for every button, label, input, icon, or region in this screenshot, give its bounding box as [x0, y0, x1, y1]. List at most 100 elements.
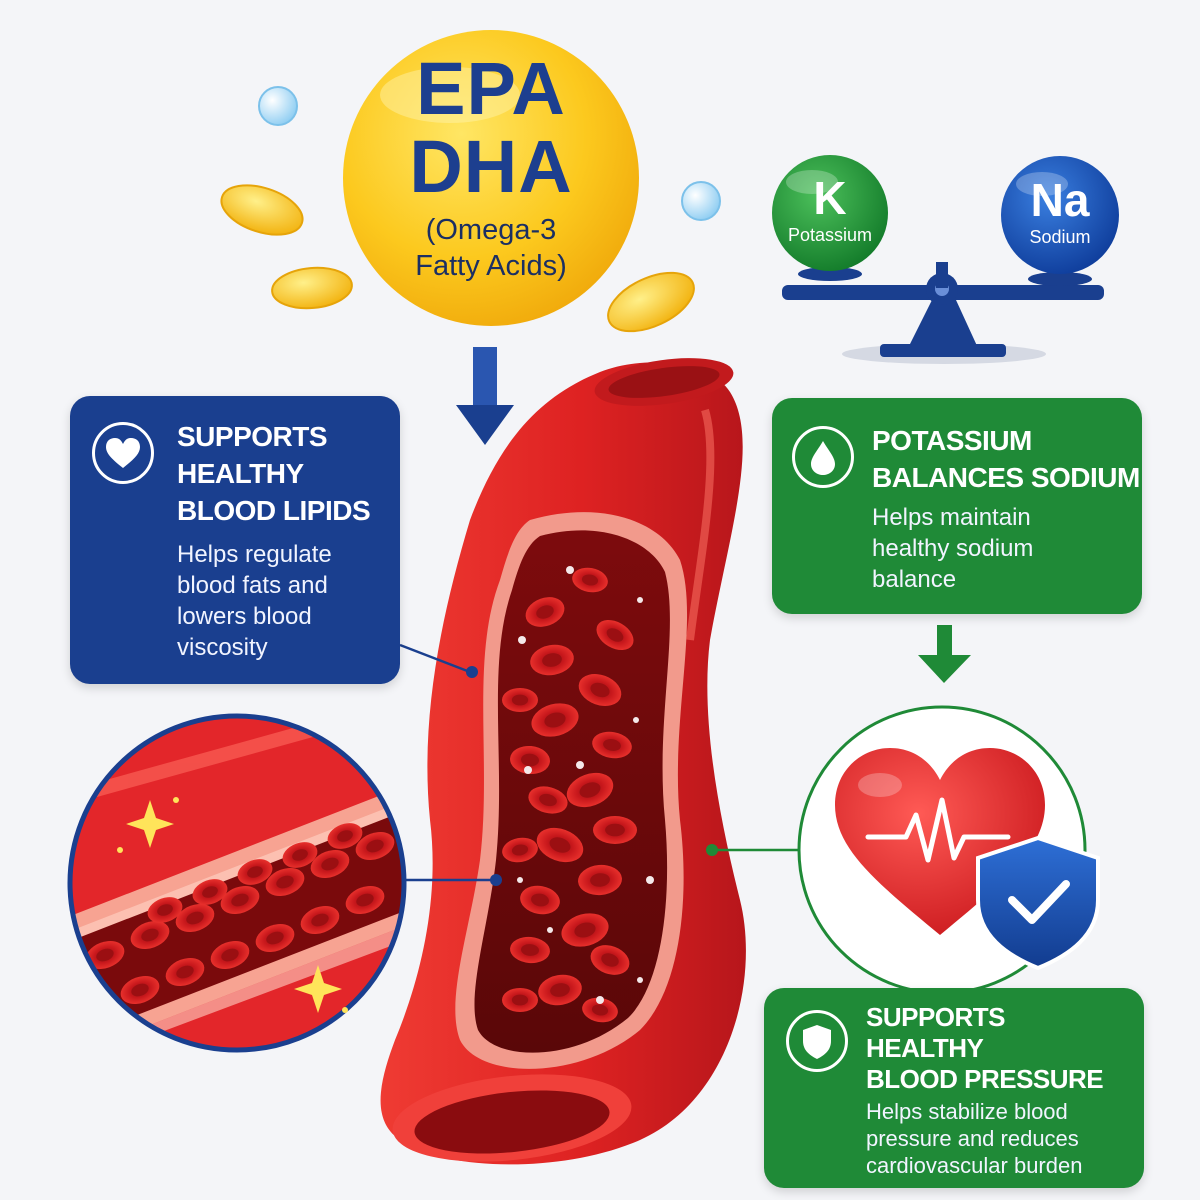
- red-blood-cell: [120, 975, 160, 1005]
- blood-pressure-description-line: Helps stabilize blood: [866, 1099, 1068, 1124]
- red-blood-cell: [578, 864, 622, 896]
- platelet: [517, 877, 523, 883]
- potassium-card-title-line: POTASSIUM: [872, 425, 1032, 456]
- red-blood-cell: [520, 885, 560, 915]
- blood-lipids-title-line: BLOOD LIPIDS: [177, 495, 371, 526]
- dha-label: DHA: [409, 125, 573, 208]
- red-blood-cell: [578, 674, 622, 706]
- red-blood-cell: [572, 567, 608, 593]
- red-blood-cell: [590, 945, 630, 975]
- red-blood-cell: [502, 688, 538, 712]
- red-blood-cell: [538, 974, 582, 1006]
- potassium-card-description-line: Helps maintain: [872, 504, 1031, 531]
- red-blood-cells: [502, 566, 654, 1023]
- blood-lipids-description-line: viscosity: [177, 634, 268, 661]
- balance-scale-icon: [782, 262, 1104, 364]
- platelet: [566, 566, 574, 574]
- potassium-label: K Potassium: [772, 172, 888, 246]
- blood-lipids-title-line: HEALTHY: [177, 458, 304, 489]
- red-blood-cell: [327, 823, 363, 849]
- omega3-circle: [343, 30, 639, 326]
- blood-pressure-card: SUPPORTS HEALTHY BLOOD PRESSURE Helps st…: [764, 988, 1144, 1188]
- bubbles: [258, 86, 721, 221]
- red-blood-cell: [192, 879, 228, 905]
- heartbeat-icon: [865, 797, 1011, 863]
- potassium-card-description-line: healthy sodium: [872, 535, 1034, 562]
- red-blood-cell: [582, 997, 618, 1023]
- red-blood-cell: [345, 885, 385, 915]
- shield-check-icon: [976, 835, 1100, 971]
- platelet: [596, 996, 604, 1004]
- platelet: [646, 876, 654, 884]
- platelet: [637, 977, 643, 983]
- omega3-subtitle-1: (Omega-3: [425, 214, 557, 246]
- red-blood-cell: [596, 619, 634, 651]
- blood-lipids-description-line: blood fats and: [177, 572, 328, 599]
- red-blood-cell: [310, 849, 350, 879]
- red-blood-cell: [220, 885, 260, 915]
- red-blood-cell: [85, 940, 125, 970]
- red-blood-cell: [237, 859, 273, 885]
- blood-lipids-description-line: Helps regulate: [177, 541, 332, 568]
- blood-lipids-description: Helps regulate blood fats and lowers blo…: [177, 539, 332, 663]
- blood-pressure-title-line: BLOOD PRESSURE: [866, 1064, 1104, 1094]
- potassium-card-title: POTASSIUM BALANCES SODIUM: [872, 422, 1140, 496]
- platelet: [576, 761, 584, 769]
- red-blood-cell: [175, 903, 215, 933]
- red-blood-cell: [502, 837, 538, 863]
- blood-lipids-card: SUPPORTS HEALTHY BLOOD LIPIDS Helps regu…: [70, 396, 400, 684]
- red-blood-cell: [510, 745, 550, 775]
- red-blood-cell: [255, 923, 295, 953]
- red-blood-cell: [531, 703, 579, 737]
- red-blood-cell: [130, 920, 170, 950]
- potassium-card-title-line: BALANCES SODIUM: [872, 462, 1140, 493]
- blood-pressure-description-line: cardiovascular burden: [866, 1153, 1083, 1178]
- omega3-subtitle-2: Fatty Acids): [415, 250, 567, 282]
- epa-label: EPA: [416, 47, 566, 130]
- sodium-label: Na Sodium: [1001, 174, 1119, 248]
- red-blood-cell: [210, 940, 250, 970]
- water-drop-icon: [792, 426, 854, 488]
- red-blood-cell: [593, 816, 637, 844]
- red-blood-cell: [561, 913, 609, 947]
- heart-icon: [92, 422, 154, 484]
- red-blood-cell: [300, 905, 340, 935]
- potassium-card-description-line: balance: [872, 566, 957, 593]
- arrow-down-icon: [456, 347, 514, 445]
- red-blood-cell: [165, 957, 205, 987]
- omega3-label: EPA DHA (Omega-3 Fatty Acids): [336, 50, 646, 284]
- blood-lipids-title: SUPPORTS HEALTHY BLOOD LIPIDS: [177, 418, 371, 529]
- red-blood-cell: [566, 772, 614, 808]
- red-blood-cell: [282, 842, 318, 868]
- platelet: [637, 597, 643, 603]
- red-blood-cell: [510, 936, 550, 964]
- red-blood-cell: [592, 731, 632, 759]
- red-blood-cell: [147, 897, 183, 923]
- blood-lipids-title-line: SUPPORTS: [177, 421, 328, 452]
- blood-pressure-title-line: HEALTHY: [866, 1033, 984, 1063]
- blood-pressure-title-line: SUPPORTS: [866, 1002, 1006, 1032]
- platelet: [633, 717, 639, 723]
- potassium-ball: [772, 155, 888, 271]
- sodium-ball: [1001, 156, 1119, 274]
- sparkle-icon: [117, 797, 348, 1013]
- red-blood-cell: [530, 644, 574, 676]
- potassium-name: Potassium: [787, 225, 873, 245]
- blood-pressure-description: Helps stabilize blood pressure and reduc…: [866, 1098, 1082, 1179]
- potassium-card: POTASSIUM BALANCES SODIUM Helps maintain…: [772, 398, 1142, 614]
- shield-icon: [786, 1010, 848, 1072]
- platelet: [524, 766, 532, 774]
- red-blood-cell: [525, 597, 565, 627]
- connector-lines: [399, 643, 800, 886]
- arrow-down-green-icon: [918, 625, 971, 683]
- red-blood-cell: [355, 831, 395, 861]
- blood-vessel: [380, 358, 746, 1165]
- red-blood-cell: [502, 988, 538, 1012]
- platelet: [547, 927, 553, 933]
- blood-lipids-description-line: lowers blood: [177, 603, 312, 630]
- potassium-symbol: K: [813, 172, 847, 224]
- red-blood-cell: [528, 786, 568, 814]
- red-blood-cell: [265, 867, 305, 897]
